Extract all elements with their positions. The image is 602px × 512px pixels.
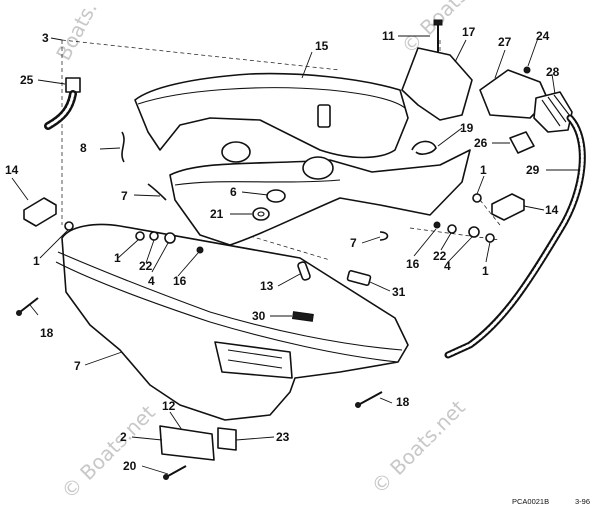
- cover-tab: [317, 104, 331, 128]
- callout-26: 26: [474, 136, 488, 150]
- callout-1-mid-left: 1: [114, 251, 121, 265]
- part-26-gasket: [509, 131, 535, 154]
- callout-2: 2: [120, 430, 127, 444]
- fasteners: [16, 19, 531, 480]
- part-19-clip: [411, 140, 437, 155]
- callout-labels: 3 11 15 17 27 24 28 25 8 19 26 29 14 1 6…: [5, 25, 560, 473]
- watermark-bottom-left: © Boats.net: [57, 400, 160, 503]
- cover-boss-right: [302, 156, 334, 180]
- part-10-spring: [121, 131, 125, 163]
- callout-4-right: 4: [444, 259, 451, 273]
- callout-17: 17: [462, 25, 476, 39]
- part-12-latch-plate: [159, 425, 215, 461]
- callout-18-left: 18: [40, 326, 54, 340]
- callout-30: 30: [252, 309, 266, 323]
- callout-13: 13: [260, 279, 274, 293]
- part-30-seal: [291, 311, 314, 322]
- part-25-hose: [44, 77, 81, 130]
- callout-14-right: 14: [545, 203, 559, 217]
- callout-24: 24: [536, 29, 550, 43]
- callout-1-right: 1: [482, 264, 489, 278]
- callout-29: 29: [526, 163, 540, 177]
- callout-28: 28: [546, 65, 560, 79]
- callout-16-left: 16: [173, 274, 187, 288]
- callout-7: 7: [74, 359, 81, 373]
- part-6-grommet: [266, 189, 286, 203]
- part-14-bumper-left: [23, 197, 57, 227]
- callout-14-left: 14: [5, 163, 19, 177]
- motor-cover-lower: [55, 223, 409, 421]
- footer-date: 3-96: [575, 497, 590, 506]
- part-17-bracket: [401, 47, 473, 121]
- watermark-top-left: Boats.: [51, 0, 102, 64]
- cover-boss-left: [221, 141, 251, 163]
- callout-18-right: 18: [396, 395, 410, 409]
- callout-21-left: 22: [139, 259, 153, 273]
- part-29-braided-hose: [444, 114, 586, 359]
- motor-cover-upper: [134, 72, 471, 246]
- callout-27: 27: [498, 35, 512, 49]
- callout-21-right: 22: [433, 249, 447, 263]
- callout-4-left: 4: [148, 274, 155, 288]
- part-22-grommet: [252, 207, 270, 221]
- callout-15: 15: [315, 39, 329, 53]
- leader-lines: [11, 35, 578, 475]
- part-13-retainer: [297, 261, 311, 281]
- watermark-bottom-right: © Boats.net: [367, 395, 470, 498]
- watermark-top-right: © Boats.net: [397, 0, 500, 59]
- part-8-spring: [379, 231, 389, 241]
- callout-20: 20: [123, 459, 137, 473]
- callout-9: 7: [121, 189, 128, 203]
- part-14-bumper-right: [491, 193, 525, 221]
- callout-1-left: 1: [33, 254, 40, 268]
- callout-11: 11: [382, 29, 395, 43]
- callout-16-right: 16: [406, 257, 420, 271]
- part-9-spring: [147, 183, 167, 201]
- callout-19: 19: [460, 121, 474, 135]
- callout-6: 6: [230, 185, 237, 199]
- callout-31: 31: [392, 285, 406, 299]
- callout-8: 7: [350, 236, 357, 250]
- callout-12: 12: [162, 399, 176, 413]
- footer-code: PCA0021B: [512, 497, 549, 506]
- callout-3: 3: [42, 31, 49, 45]
- callout-1-upper-right: 1: [480, 163, 487, 177]
- part-31-spacer: [346, 269, 372, 287]
- callout-23: 23: [276, 430, 290, 444]
- callout-10: 8: [80, 141, 87, 155]
- part-23-latch-body: [217, 427, 237, 451]
- callout-22: 21: [210, 207, 224, 221]
- callout-25: 25: [20, 73, 34, 87]
